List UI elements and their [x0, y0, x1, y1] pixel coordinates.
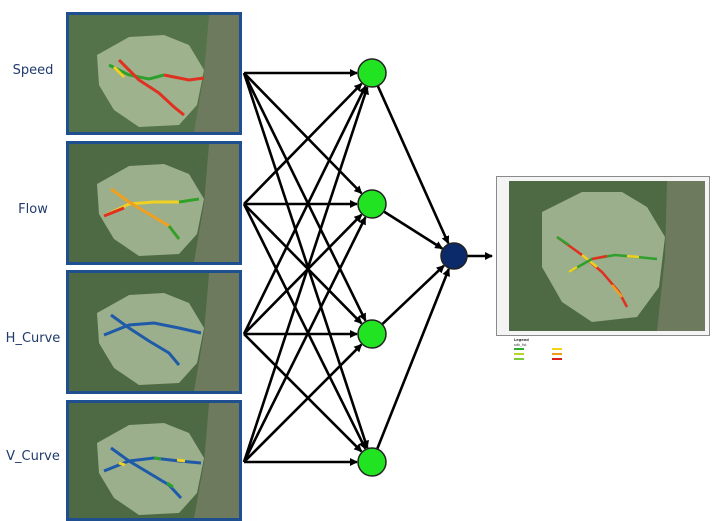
hidden-node-2 — [357, 189, 387, 219]
input-map-v-curve — [66, 400, 242, 521]
h-curve-map-image — [69, 273, 239, 391]
output-map-image — [497, 177, 709, 335]
edge-hidden-0-output — [376, 85, 450, 245]
legend-item — [514, 353, 524, 355]
input-label-speed: Speed — [12, 63, 54, 78]
legend-swatch — [552, 348, 562, 350]
legend-item — [552, 353, 562, 355]
edge-hidden-2-output — [381, 264, 445, 326]
hidden-node-3 — [357, 319, 387, 349]
input-map-speed — [66, 12, 242, 135]
edge-input-0-hidden-2 — [242, 72, 367, 322]
edge-input-3-hidden-2 — [243, 343, 363, 463]
edge-hidden-3-output — [375, 268, 451, 450]
edge-input-1-hidden-2 — [243, 203, 363, 325]
output-map — [496, 176, 710, 336]
v-curve-map-image — [69, 403, 239, 518]
edge-input-2-hidden-1 — [243, 213, 363, 335]
legend-item — [552, 348, 562, 350]
legend-item — [552, 358, 562, 360]
edge-input-1-hidden-3 — [242, 203, 367, 450]
input-map-h-curve — [66, 270, 242, 394]
edge-input-3-hidden-1 — [242, 216, 367, 463]
edge-input-0-hidden-1 — [243, 72, 363, 195]
input-label-v-curve: V_Curve — [6, 449, 60, 464]
legend-swatch — [552, 358, 562, 360]
legend-item — [514, 348, 524, 350]
edge-input-3-hidden-0 — [242, 86, 369, 463]
legend-item — [514, 358, 524, 360]
input-map-flow — [66, 141, 242, 265]
edge-input-0-hidden-3 — [242, 72, 369, 449]
input-label-h-curve: H_Curve — [5, 331, 61, 346]
output-legend: Legend sdk_fst — [514, 338, 710, 378]
output-node — [440, 242, 468, 270]
edge-hidden-1-output — [383, 210, 444, 250]
hidden-node-4 — [357, 447, 387, 477]
legend-swatch — [514, 353, 524, 355]
legend-title: Legend — [514, 338, 529, 342]
speed-map-image — [69, 15, 239, 132]
legend-swatch — [514, 348, 524, 350]
edge-input-2-hidden-0 — [242, 85, 367, 335]
legend-swatch — [514, 358, 524, 360]
flow-map-image — [69, 144, 239, 262]
hidden-node-1 — [357, 58, 387, 88]
legend-subtitle: sdk_fst — [514, 343, 527, 347]
edge-input-2-hidden-3 — [243, 333, 363, 453]
input-label-flow: Flow — [18, 202, 48, 217]
edge-input-1-hidden-0 — [243, 82, 363, 205]
legend-swatch — [552, 353, 562, 355]
